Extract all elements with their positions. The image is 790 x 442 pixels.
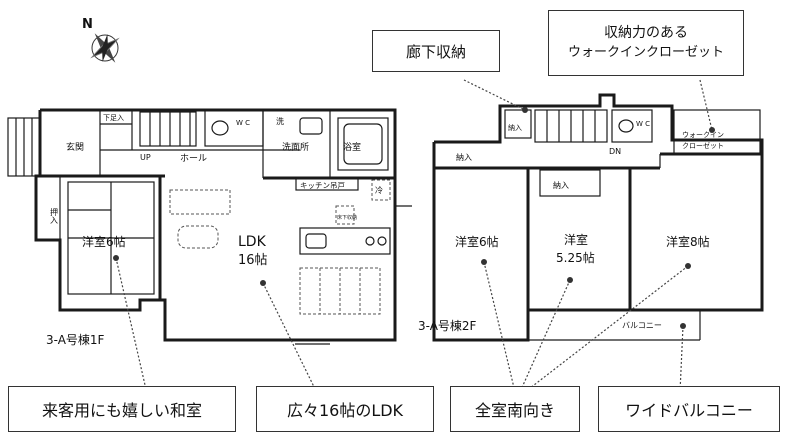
compass-icon xyxy=(90,33,120,63)
callout-ldk: 広々16帖のLDK xyxy=(256,386,434,432)
callout-wide-balcony: ワイドバルコニー xyxy=(598,386,780,432)
floor1-oshi-label: 押入 xyxy=(50,207,59,224)
floor2-room8-label: 洋室8帖 xyxy=(666,234,710,249)
floor2-room525-label: 洋室 xyxy=(564,232,588,247)
floor2-wic-label: ウォークイン xyxy=(682,131,724,139)
floor1-senmen-label: 洗面所 xyxy=(282,141,309,153)
floor2-room6-label: 洋室6帖 xyxy=(455,234,499,249)
floor2-nyu2-label: 納入 xyxy=(456,152,472,162)
callout-south-facing: 全室南向き xyxy=(450,386,580,432)
callout-walkin-line2: ウォークインクローゼット xyxy=(567,45,724,60)
floor1-gesoku-label: 下足入 xyxy=(103,114,124,122)
floor2-wic-label-2: クローゼット xyxy=(682,141,724,150)
floor1-ldk-size-label: 16帖 xyxy=(238,253,268,268)
floor2-caption: 3-A号棟2F xyxy=(418,318,477,333)
floor2-room525-size-label: 5.25帖 xyxy=(556,250,595,265)
compass-north-label: N xyxy=(82,17,93,32)
floor2-balcony-label: バルコニー xyxy=(622,321,662,330)
floor2-dn-label: DN xyxy=(609,147,621,156)
callout-washitsu: 来客用にも嬉しい和室 xyxy=(8,386,236,432)
callout-walkin-line1: 収納力のある xyxy=(604,25,688,41)
floor1-rei-label: 冷 xyxy=(375,185,383,195)
floor1-wc-label: W C xyxy=(236,119,250,127)
floor1-ldk-label: LDK xyxy=(238,234,267,250)
floor1-sen-label: 洗 xyxy=(276,116,284,126)
floor2-plan xyxy=(432,93,764,342)
floor2-nyu3-label: 納入 xyxy=(553,180,569,190)
floor1-yoku-label: 浴室 xyxy=(343,141,361,153)
floor1-up-label: UP xyxy=(140,153,151,162)
callout-walkin-closet: 収納力のある ウォークインクローゼット xyxy=(548,10,744,76)
floor1-hall-label: ホール xyxy=(180,153,207,164)
floor1-plan xyxy=(7,108,412,345)
floor1-caption: 3-A号棟1F xyxy=(46,332,105,347)
floor2-nyu1-label: 納入 xyxy=(508,123,522,132)
floor2-wc-label: W C xyxy=(636,120,650,128)
floor1-washitsu-label: 洋室6帖 xyxy=(82,234,126,249)
floor1-kitchen-label: キッチン吊戸 xyxy=(300,181,345,190)
floor1-genkan-label: 玄関 xyxy=(66,141,84,153)
floor1-shunou-label: 床下収納 xyxy=(337,214,357,221)
callout-hallway-storage: 廊下収納 xyxy=(372,30,500,72)
leader-lines xyxy=(113,79,715,396)
